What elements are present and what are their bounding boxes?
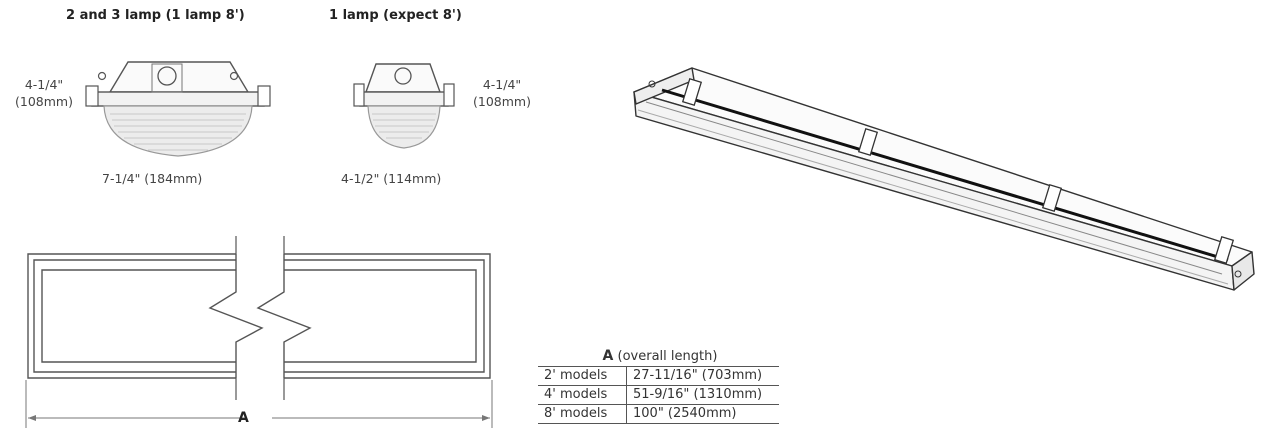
length-table-caption: A (overall length) <box>538 348 782 364</box>
model-cell: 8' models <box>538 404 627 424</box>
right-height-metric: (108mm) <box>473 94 531 109</box>
length-table: 2' models 27-11/16" (703mm) 4' models 51… <box>538 366 779 424</box>
plan-view-drawing <box>25 236 493 428</box>
left-height-metric: (108mm) <box>15 94 73 109</box>
cross-section-1-lamp <box>353 63 455 149</box>
model-cell: 4' models <box>538 385 627 405</box>
length-cell: 27-11/16" (703mm) <box>626 366 779 386</box>
caption-text: (overall length) <box>617 349 718 364</box>
model-cell: 2' models <box>538 366 627 386</box>
heading-2-3-lamp: 2 and 3 lamp (1 lamp 8') <box>66 8 245 23</box>
left-width-dimension: 7-1/4" (184mm) <box>102 171 203 186</box>
length-cell: 51-9/16" (1310mm) <box>626 385 779 405</box>
table-row: 8' models 100" (2540mm) <box>538 404 779 424</box>
length-cell: 100" (2540mm) <box>626 404 779 424</box>
table-row: 4' models 51-9/16" (1310mm) <box>538 385 779 405</box>
right-height-dimension: 4-1/4" (108mm) <box>462 76 542 110</box>
right-width-dimension: 4-1/2" (114mm) <box>341 171 442 186</box>
cross-section-2-3-lamp <box>85 61 271 157</box>
heading-1-lamp: 1 lamp (expect 8') <box>329 8 462 23</box>
left-height-imperial: 4-1/4" <box>24 77 64 92</box>
left-height-dimension: 4-1/4" (108mm) <box>4 76 84 110</box>
length-dimension-label: A <box>238 410 249 426</box>
table-row: 2' models 27-11/16" (703mm) <box>538 366 779 386</box>
right-height-imperial: 4-1/4" <box>482 77 522 92</box>
fixture-perspective-illustration <box>633 67 1255 291</box>
caption-letter: A <box>602 348 614 364</box>
